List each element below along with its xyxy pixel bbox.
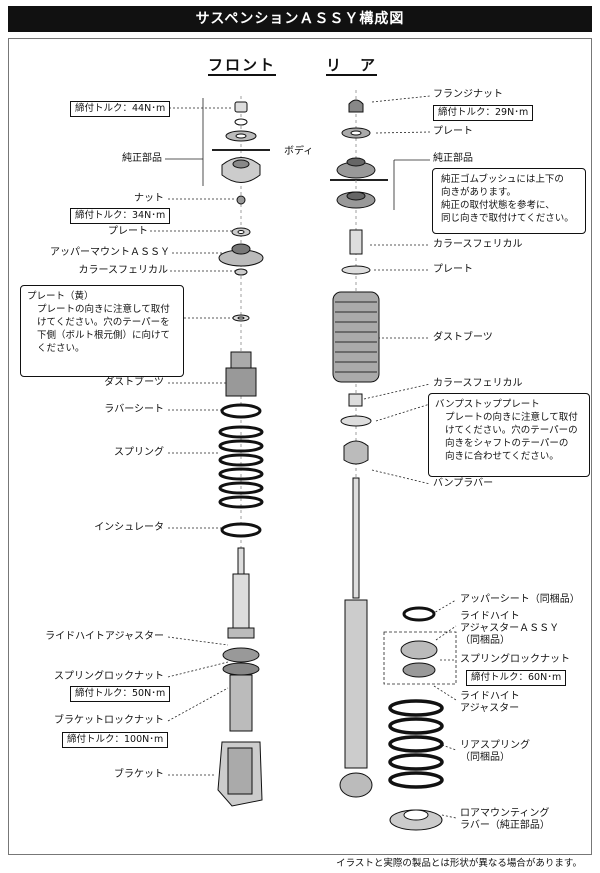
rear-bump-plate-label: バンプストッププレート: [435, 399, 540, 410]
rear-spring: リアスプリング （同梱品）: [460, 740, 530, 763]
front-nut: ナット: [134, 193, 164, 204]
rear-plate2: プレート: [433, 264, 473, 275]
body-label: ボディ: [284, 146, 314, 157]
rear-bushing-note: 純正ゴムブッシュには上下の 向きがあります。 純正の取付状態を参考に、 同じ向き…: [432, 168, 586, 234]
rear-flange-nut: フランジナット: [433, 89, 503, 100]
rear-collar2: カラースフェリカル: [433, 378, 523, 389]
front-upper-mount: アッパーマウントＡＳＳＹ: [50, 247, 170, 258]
rear-plate: プレート: [433, 126, 473, 137]
page-title: サスペンションＡＳＳＹ構成図: [8, 6, 592, 32]
front-bracket: ブラケット: [114, 769, 164, 780]
front-plate-note: プレート（黄） プレートの向きに注意して取付 けてください。穴のテーパーを 下側…: [20, 285, 184, 377]
front-spring-lock-nut: スプリングロックナット: [54, 671, 164, 682]
front-note-title: プレート（黄）: [27, 291, 94, 302]
rear-collar: カラースフェリカル: [433, 239, 523, 250]
rear-bump-plate-note: バンプストッププレート プレートの向きに注意して取付 けてください。穴のテーパー…: [428, 393, 590, 477]
front-genuine-parts: 純正部品: [122, 153, 162, 164]
front-insulator: インシュレータ: [94, 522, 164, 533]
rear-header: リ ア: [326, 56, 378, 76]
rear-ride-height-adjuster: ライドハイト アジャスター: [460, 691, 520, 714]
rear-dust-boot: ダストブーツ: [433, 332, 493, 343]
front-note-body: プレートの向きに注意して取付 けてください。穴のテーパーを 下側（ボルト根元側）…: [37, 304, 171, 354]
front-torque-top: 締付トルク：44N･m: [70, 101, 171, 117]
front-bracket-lock-nut: ブラケットロックナット: [54, 715, 164, 726]
front-spring: スプリング: [114, 447, 164, 458]
rear-ride-height-assy: ライドハイト アジャスターＡＳＳＹ （同梱品）: [460, 611, 560, 646]
front-rubber-seat: ラバーシート: [104, 404, 164, 415]
front-torque-bracket: 締付トルク：100N･m: [62, 732, 169, 748]
rear-lower-mount: ロアマウンティング ラバー（純正部品）: [460, 808, 550, 831]
front-ride-height-adjuster: ライドハイトアジャスター: [45, 631, 164, 642]
front-torque-nut: 締付トルク：34N･m: [70, 208, 171, 224]
front-torque-spring: 締付トルク：50N･m: [70, 686, 171, 702]
rear-upper-seat: アッパーシート（同梱品）: [460, 594, 580, 605]
front-collar: カラースフェリカル: [78, 265, 169, 276]
rear-genuine-parts: 純正部品: [433, 153, 473, 164]
front-plate: プレート: [108, 226, 148, 237]
rear-note1-body: 純正ゴムブッシュには上下の 向きがあります。 純正の取付状態を参考に、 同じ向き…: [441, 174, 574, 224]
footer-note: イラストと実際の製品とは形状が異なる場合があります。: [336, 858, 582, 869]
rear-torque-flange: 締付トルク：29N･m: [433, 105, 534, 121]
rear-note2-body: プレートの向きに注意して取付 けてください。穴のテーパーの 向きをシャフトのテー…: [445, 412, 578, 462]
rear-spring-lock-nut: スプリングロックナット: [460, 654, 570, 665]
front-dust-boot: ダストブーツ: [104, 377, 164, 388]
front-header: フロント: [208, 56, 277, 76]
rear-bump-rubber: バンプラバー: [433, 478, 494, 489]
diagram-frame: [8, 38, 592, 855]
rear-torque-spring: 締付トルク：60N･m: [466, 670, 567, 686]
